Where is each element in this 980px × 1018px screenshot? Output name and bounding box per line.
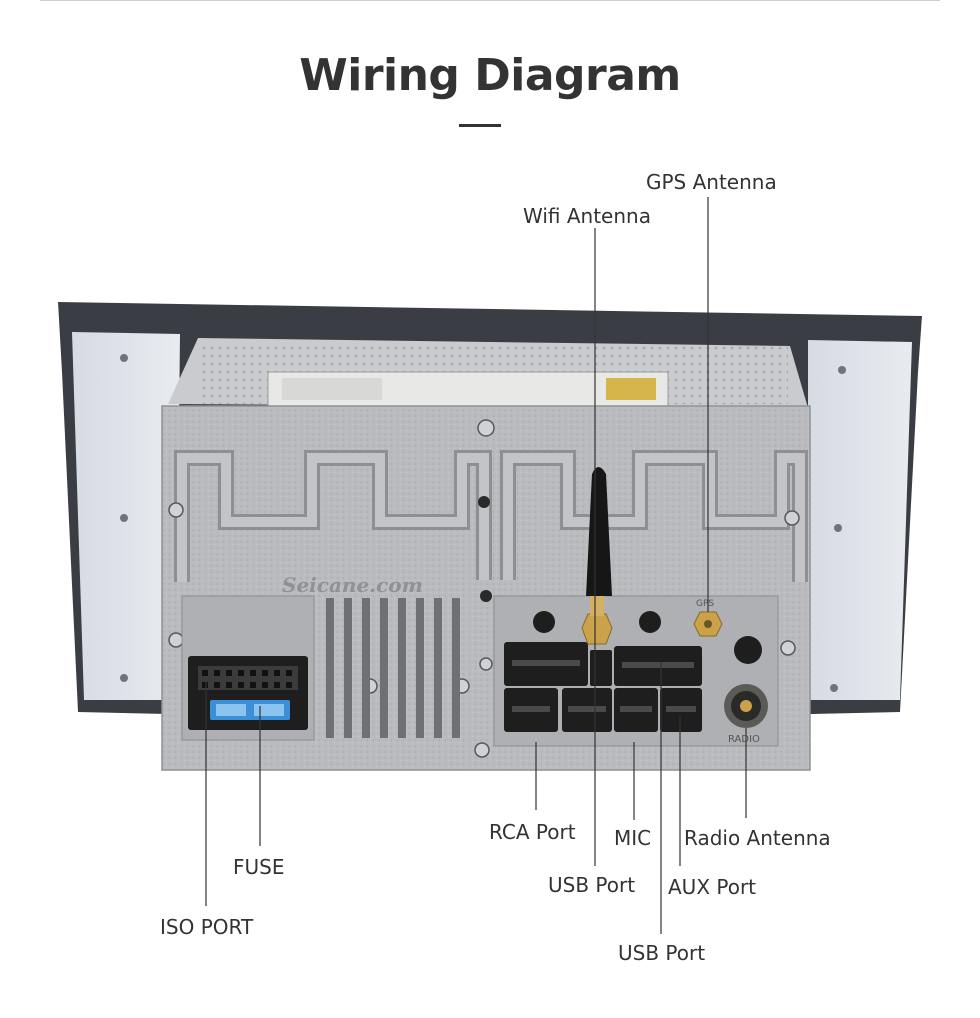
title-underline	[459, 124, 501, 127]
wifi-antenna-icon	[581, 467, 613, 645]
page-title: Wiring Diagram	[299, 50, 681, 101]
radio-marking: RADIO	[728, 734, 760, 745]
radio-antenna-label: Radio Antenna	[684, 826, 831, 850]
iso-port-label: ISO PORT	[160, 915, 254, 939]
usb-port-label-1: USB Port	[548, 873, 636, 897]
fuse-label: FUSE	[233, 855, 285, 879]
gps-antenna-label: GPS Antenna	[646, 170, 777, 194]
watermark-text: Seicane.com	[282, 573, 423, 597]
wifi-antenna-label: Wifi Antenna	[523, 204, 651, 228]
gps-marking: GPS	[696, 599, 714, 609]
mic-label: MIC	[614, 826, 652, 850]
usb-port-label-2: USB Port	[618, 941, 706, 965]
gps-connector: GPS	[693, 599, 723, 637]
aux-port-label: AUX Port	[668, 875, 757, 899]
rca-port-label: RCA Port	[489, 820, 576, 844]
top-divider	[40, 0, 940, 1]
radio-jack: RADIO	[533, 611, 768, 745]
iso-connector	[188, 656, 308, 730]
leader-lines	[205, 197, 747, 934]
chassis-top	[168, 338, 808, 408]
